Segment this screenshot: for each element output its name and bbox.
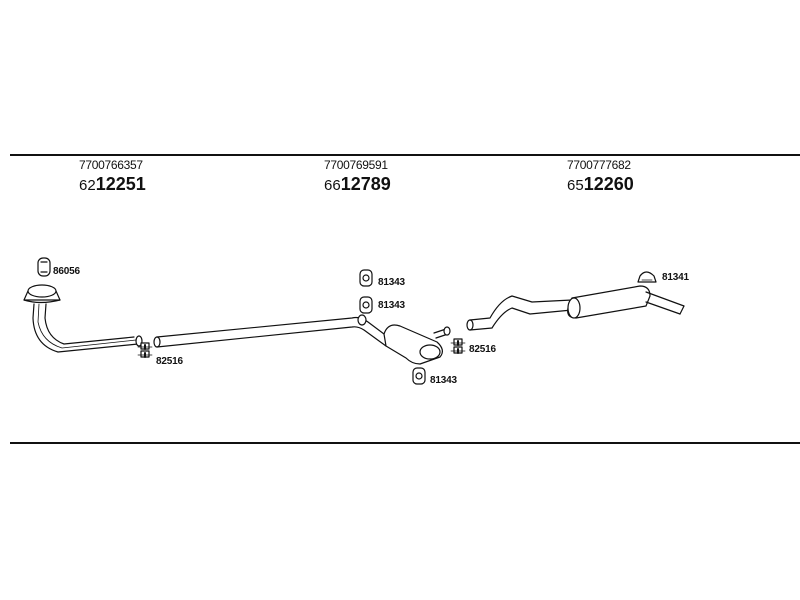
- rear-silencer: [567, 285, 685, 319]
- rubber-hanger-mid-icon: [359, 296, 373, 314]
- label-clamp-left: 82516: [156, 356, 183, 367]
- gasket-icon: [37, 257, 51, 277]
- rubber-hanger-top-icon: [359, 269, 373, 287]
- rubber-hanger-low-icon: [412, 367, 426, 385]
- rear-pipe: [466, 295, 573, 331]
- part-number-1: 6212251: [79, 174, 146, 195]
- part-number-1-prefix: 62: [79, 177, 96, 194]
- middle-silencer: [383, 324, 451, 365]
- part-number-2-main: 12789: [340, 174, 391, 194]
- part-number-2: 6612789: [324, 174, 391, 195]
- rear-hanger-icon: [637, 271, 657, 283]
- part-number-2-prefix: 66: [324, 177, 341, 194]
- oe-number-3: 7700777682: [567, 158, 631, 172]
- bottom-divider: [10, 442, 800, 444]
- intermediate-pipe: [153, 314, 393, 348]
- label-gasket: 86056: [53, 266, 80, 277]
- oe-number-1: 7700766357: [79, 158, 143, 172]
- part-number-1-main: 12251: [95, 174, 146, 194]
- label-clamp-right: 82516: [469, 344, 496, 355]
- label-rear-hanger: 81341: [662, 272, 689, 283]
- front-downpipe: [23, 284, 143, 353]
- label-rubber-hanger-low: 81343: [430, 375, 457, 386]
- part-number-3: 6512260: [567, 174, 634, 195]
- clamp-right-icon: [450, 338, 466, 354]
- oe-number-2: 7700769591: [324, 158, 388, 172]
- part-number-3-prefix: 65: [567, 177, 584, 194]
- clamp-left-icon: [137, 342, 153, 358]
- top-divider: [10, 154, 800, 156]
- label-rubber-hanger-top: 81343: [378, 277, 405, 288]
- part-number-3-main: 12260: [583, 174, 634, 194]
- label-rubber-hanger-mid: 81343: [378, 300, 405, 311]
